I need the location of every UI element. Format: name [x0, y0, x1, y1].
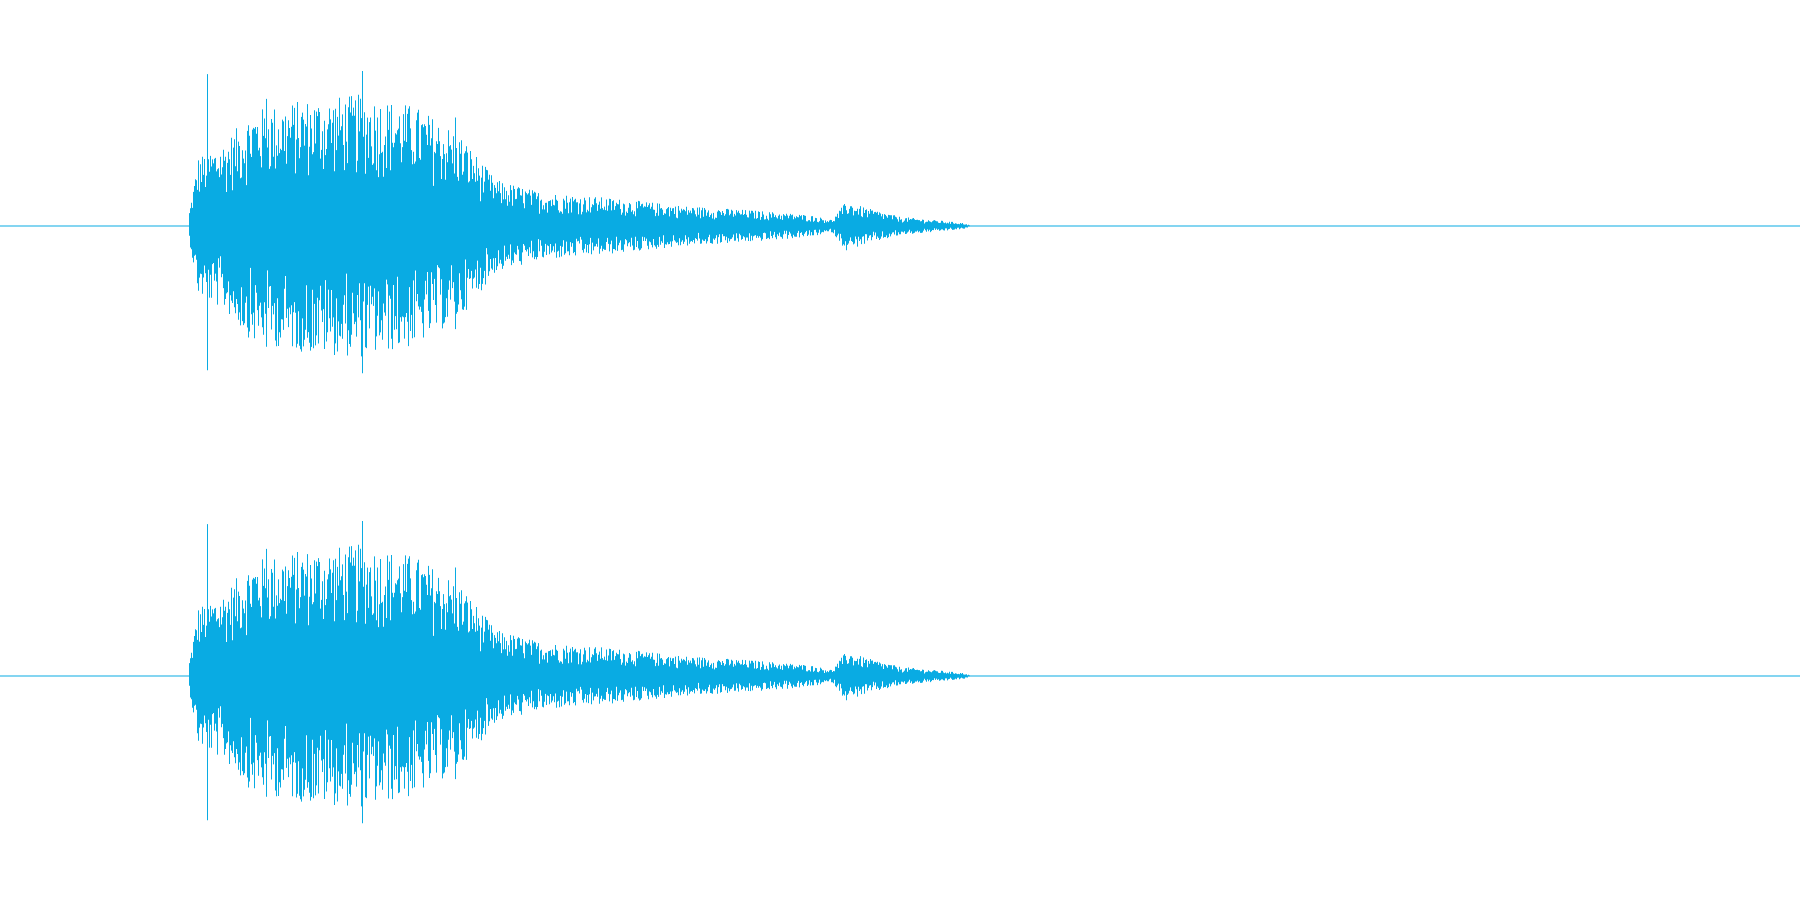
waveform-trace — [189, 71, 972, 374]
waveform-channel-right — [0, 521, 1800, 824]
waveform-trace — [189, 521, 972, 824]
waveform-channel-left — [0, 71, 1800, 374]
